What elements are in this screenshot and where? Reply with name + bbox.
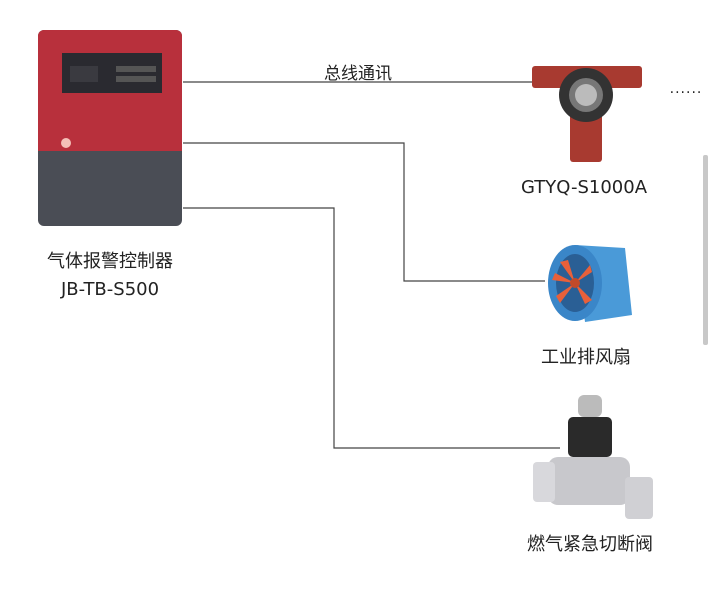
- scrollbar[interactable]: [703, 155, 708, 345]
- shutoff-valve-device: [533, 395, 653, 519]
- controller-name: 气体报警控制器: [47, 251, 173, 272]
- detector-model: GTYQ-S1000A: [520, 177, 648, 198]
- more-devices-ellipsis: ······: [669, 85, 703, 101]
- fan-device: [548, 245, 632, 322]
- controller-device: [38, 30, 182, 226]
- valve-name: 燃气紧急切断阀: [527, 534, 653, 555]
- fan-name: 工业排风扇: [541, 347, 631, 368]
- line-valve: [183, 207, 560, 449]
- line-fan: [183, 142, 545, 282]
- controller-model: JB-TB-S500: [60, 279, 160, 300]
- gas-detector-device: [532, 66, 642, 162]
- bus-label: 总线通讯: [324, 64, 392, 84]
